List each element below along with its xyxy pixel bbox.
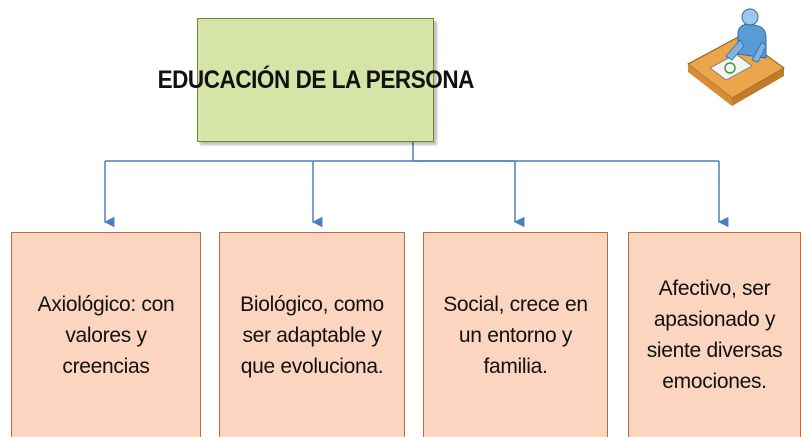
child-node-social: Social, crece en un entorno y familia.	[423, 232, 608, 437]
child-label: Biológico, como ser adaptable y que evol…	[240, 292, 384, 378]
child-node-afectivo: Afectivo, ser apasionado y siente divers…	[628, 232, 801, 437]
child-label: Axiológico: con valores y creencias	[37, 292, 175, 378]
child-label: Social, crece en un entorno y familia.	[443, 292, 588, 378]
child-label: Afectivo, ser apasionado y siente divers…	[646, 277, 783, 393]
child-node-biologico: Biológico, como ser adaptable y que evol…	[219, 232, 405, 437]
root-title: EDUCACIÓN DE LA PERSONA	[157, 65, 474, 94]
person-reading-at-desk-icon	[680, 6, 790, 106]
child-node-axiologico: Axiológico: con valores y creencias	[11, 232, 201, 437]
root-node: EDUCACIÓN DE LA PERSONA	[157, 18, 474, 142]
